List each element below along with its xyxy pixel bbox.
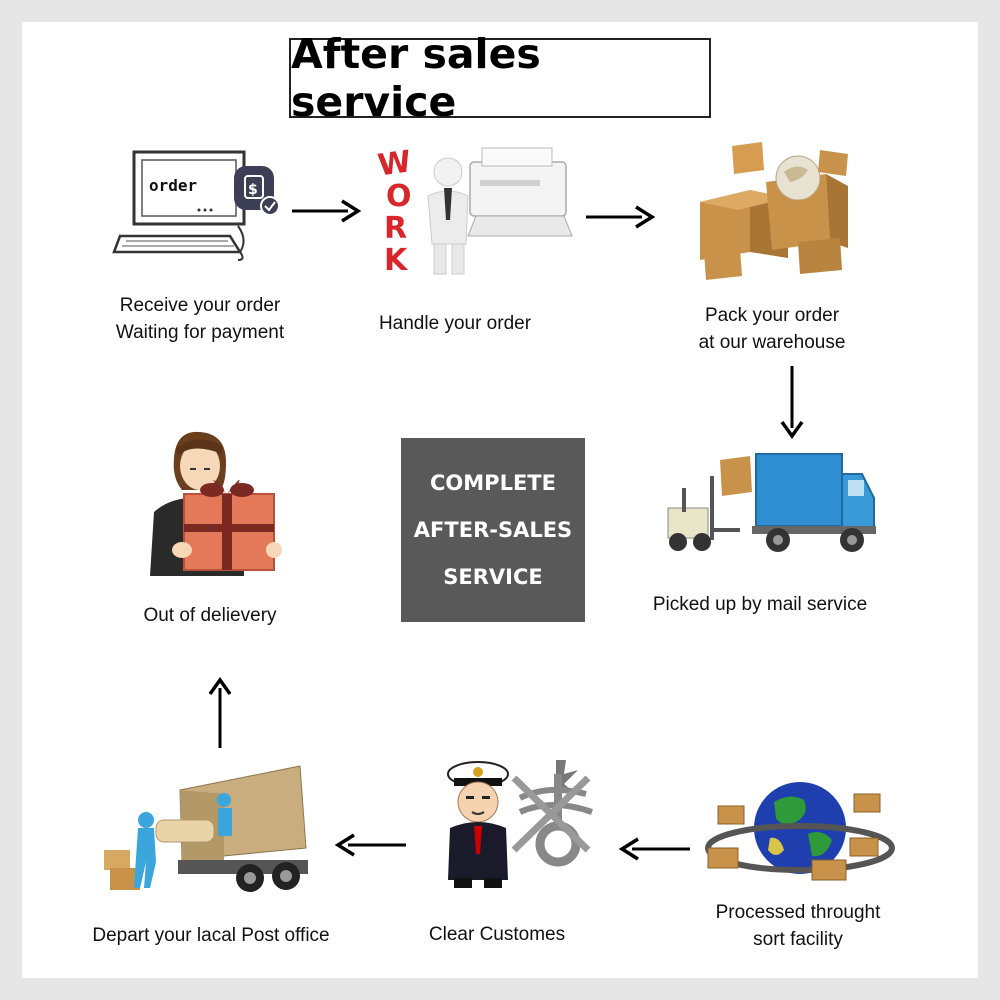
arrow-5-to-6 xyxy=(618,837,690,861)
step-6-line-1: Clear Customes xyxy=(428,924,566,945)
step-3-label: Pack your order at our warehouse xyxy=(672,302,872,356)
step-8-line-1: Out of delievery xyxy=(143,605,277,626)
work-letters: W O R K xyxy=(376,144,414,278)
computer-order-icon: order $ xyxy=(112,150,280,261)
customs-officer-icon xyxy=(447,760,593,888)
step-1-line-1: Receive your order xyxy=(119,295,281,316)
step-2-label: Handle your order xyxy=(355,310,555,337)
arrow-6-to-7 xyxy=(334,833,406,857)
globe-trucks-icon xyxy=(705,782,895,881)
boxes-globe-icon xyxy=(700,142,848,280)
step-7-label: Depart your lacal Post office xyxy=(76,922,346,949)
step-3-line-1: Pack your order xyxy=(704,305,840,326)
step-5-line-1: Processed throught xyxy=(715,902,881,923)
step-2-line-1: Handle your order xyxy=(378,313,532,334)
step-5-line-2: sort facility xyxy=(753,929,843,950)
arrow-3-to-4 xyxy=(780,366,804,440)
center-line-2: AFTER-SALES xyxy=(413,517,573,542)
svg-text:K: K xyxy=(384,243,409,278)
step-3-line-2: at our warehouse xyxy=(698,332,846,353)
step-7-line-1: Depart your lacal Post office xyxy=(92,925,330,946)
step-1-label: Receive your order Waiting for payment xyxy=(100,292,300,346)
arrow-2-to-3 xyxy=(586,205,656,229)
work-printer-icon: W O R K xyxy=(376,144,573,278)
svg-text:W: W xyxy=(376,144,414,183)
svg-text:$: $ xyxy=(248,182,258,198)
step-4-line-1: Picked up by mail service xyxy=(652,594,868,615)
step-8-label: Out of delievery xyxy=(110,602,310,629)
delivery-truck-icon xyxy=(104,765,308,892)
center-line-3: SERVICE xyxy=(443,564,543,589)
center-box: COMPLETE AFTER-SALES SERVICE xyxy=(401,438,585,622)
step-6-label: Clear Customes xyxy=(397,921,597,948)
step-1-line-2: Waiting for payment xyxy=(115,322,285,343)
gift-receiver-icon xyxy=(150,431,282,576)
order-text: order xyxy=(149,176,197,195)
svg-text:O: O xyxy=(386,179,412,214)
step-4-label: Picked up by mail service xyxy=(640,591,880,618)
diagram-title: After sales service xyxy=(289,30,711,126)
svg-text:R: R xyxy=(384,211,407,246)
center-line-1: COMPLETE xyxy=(430,470,556,495)
arrow-1-to-2 xyxy=(292,199,362,223)
step-5-label: Processed throught sort facility xyxy=(688,899,908,953)
arrow-7-to-8 xyxy=(208,676,232,748)
truck-forklift-icon xyxy=(667,453,876,552)
